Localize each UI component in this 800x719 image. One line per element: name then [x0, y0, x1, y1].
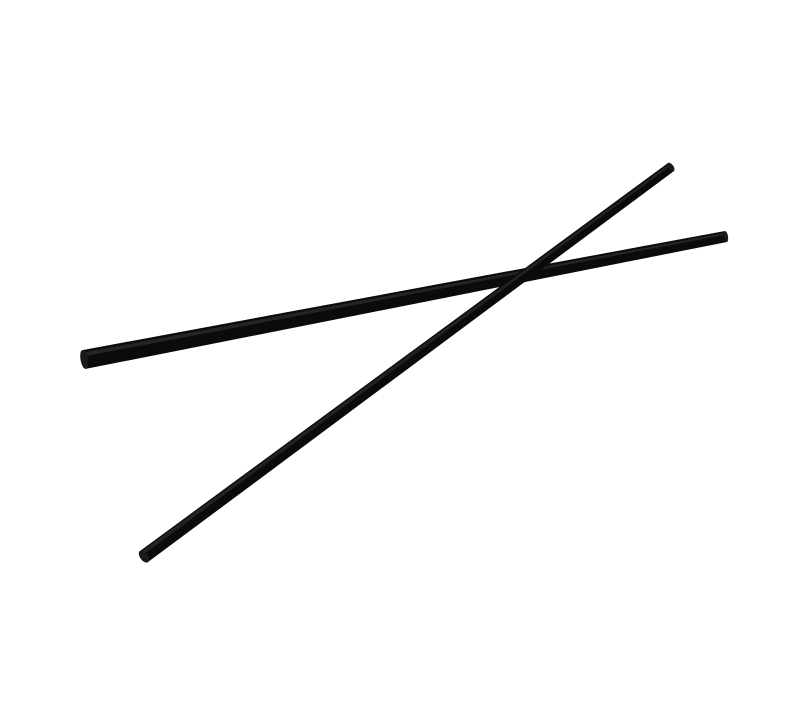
chopstick-diagonal-tip [667, 162, 675, 172]
chopstick-diagonal [138, 162, 675, 563]
chopstick-horizontal-thick-end [80, 350, 88, 369]
chopstick-diagonal-highlight [142, 165, 669, 554]
chopstick-horizontal-highlight [86, 233, 724, 356]
chopstick-horizontal [80, 231, 729, 369]
chopstick-diagonal-body [140, 163, 674, 562]
chopstick-diagonal-thick-end [138, 550, 150, 563]
chopstick-horizontal-body [83, 231, 727, 369]
chopstick-horizontal-tip [723, 231, 729, 242]
